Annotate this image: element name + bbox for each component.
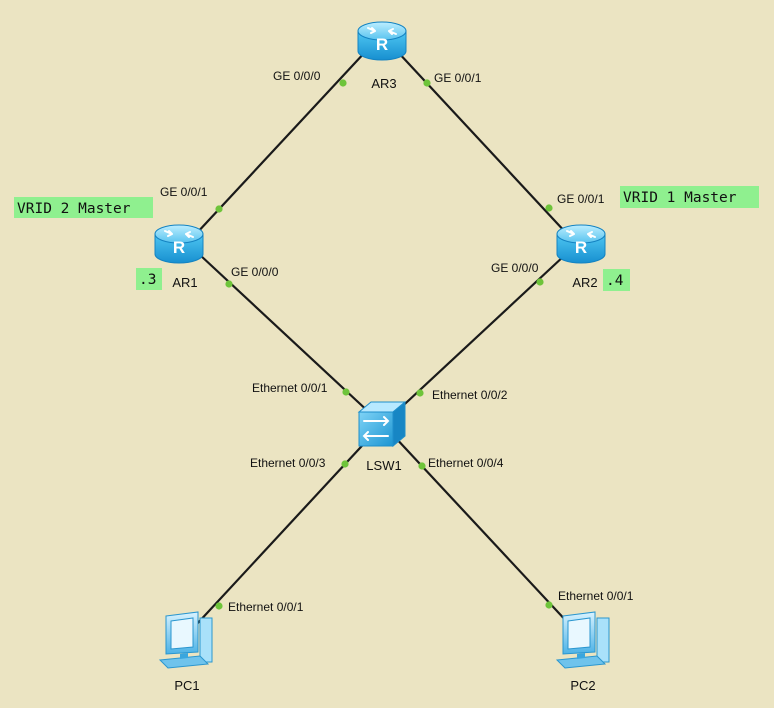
port-dot-ar3-g001 <box>423 79 431 87</box>
link-ar3-ar2 <box>395 49 569 236</box>
device-label-ar1: AR1 <box>172 275 197 290</box>
pc-pc2-icon[interactable] <box>556 611 610 669</box>
port-label-ar3-g001: GE 0/0/1 <box>434 71 482 85</box>
port-label-ar1-g000: GE 0/0/0 <box>231 265 279 279</box>
vrid2-master-highlight <box>14 197 153 218</box>
pc-pc1-icon[interactable] <box>159 611 213 669</box>
router-ar1-icon[interactable] <box>154 224 204 264</box>
port-label-ar2-g000: GE 0/0/0 <box>491 261 539 275</box>
port-dot-lsw1-e002 <box>416 389 424 397</box>
port-dot-pc1-e001 <box>215 602 223 610</box>
port-label-ar1-g001: GE 0/0/1 <box>160 185 208 199</box>
port-dot-pc2-e001 <box>545 601 553 609</box>
ar2-address-note: .4 <box>606 273 624 289</box>
device-label-lsw1: LSW1 <box>366 458 401 473</box>
link-ar2-lsw1 <box>392 254 566 416</box>
link-ar3-ar1 <box>194 49 368 236</box>
port-label-ar3-g000: GE 0/0/0 <box>273 69 321 83</box>
port-label-ar2-g001: GE 0/0/1 <box>557 192 605 206</box>
port-dot-ar3-g000 <box>339 79 347 87</box>
vrid1-master-note: VRID 1 Master <box>623 190 737 206</box>
device-label-pc1: PC1 <box>174 678 199 693</box>
router-ar3-icon[interactable] <box>357 21 407 61</box>
ar1-address-note: .3 <box>139 272 156 288</box>
device-label-pc2: PC2 <box>570 678 595 693</box>
router-ar2-icon[interactable] <box>556 224 606 264</box>
vrid2-master-note: VRID 2 Master <box>17 201 131 217</box>
device-label-ar2: AR2 <box>572 275 597 290</box>
port-label-pc2-e001: Ethernet 0/0/1 <box>558 589 634 603</box>
port-dot-ar2-g000 <box>536 278 544 286</box>
vrid1-master-highlight <box>620 186 759 208</box>
device-label-ar3: AR3 <box>371 76 396 91</box>
port-dot-ar1-g001 <box>215 205 223 213</box>
port-dot-lsw1-e003 <box>341 460 349 468</box>
port-label-lsw1-e002: Ethernet 0/0/2 <box>432 388 508 402</box>
port-label-pc1-e001: Ethernet 0/0/1 <box>228 600 304 614</box>
port-dot-lsw1-e004 <box>418 462 426 470</box>
port-label-lsw1-e003: Ethernet 0/0/3 <box>250 456 326 470</box>
ar2-address-highlight <box>603 269 630 291</box>
port-dot-ar2-g001 <box>545 204 553 212</box>
port-dot-lsw1-e001 <box>342 388 350 396</box>
port-dot-ar1-g000 <box>225 280 233 288</box>
ar1-address-highlight <box>136 268 162 290</box>
port-label-lsw1-e004: Ethernet 0/0/4 <box>428 456 504 470</box>
switch-lsw1-icon[interactable] <box>358 401 406 447</box>
port-label-lsw1-e001: Ethernet 0/0/1 <box>252 381 328 395</box>
